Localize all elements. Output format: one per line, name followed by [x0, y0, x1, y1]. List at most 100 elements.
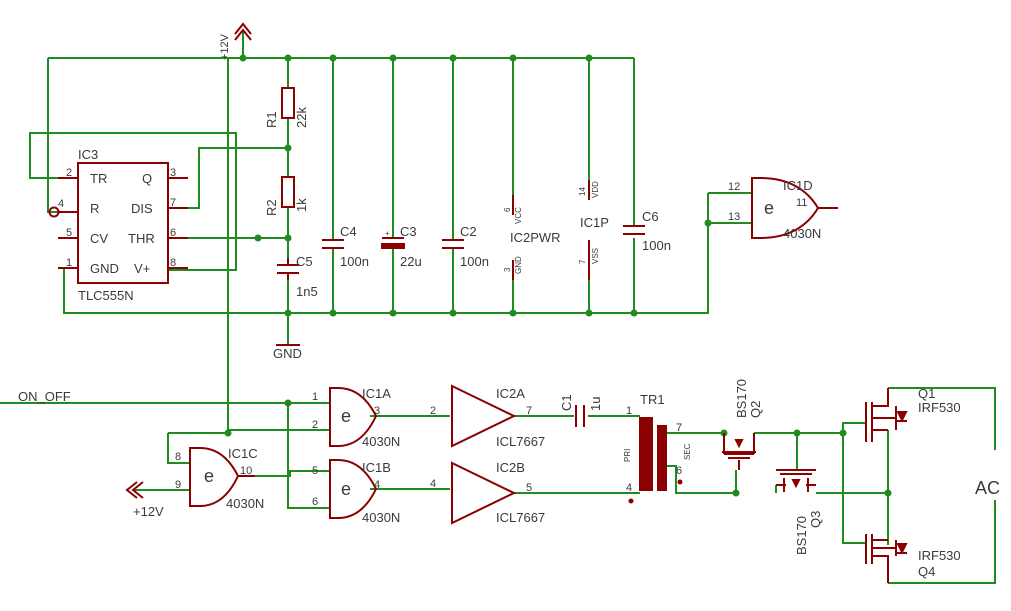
capacitor-c3: + C3 22u — [381, 224, 422, 269]
ic1d-type: 4030N — [783, 226, 821, 241]
ic1c-pin-out: 10 — [240, 465, 252, 477]
ic2pwr-p3: 3 — [503, 267, 512, 272]
tr1-pin7: 7 — [676, 422, 682, 434]
driver-ic2a: IC2A ICL7667 2 7 — [430, 384, 545, 449]
ic2a-type: ICL7667 — [496, 434, 545, 449]
ic3-thr: THR — [128, 231, 155, 246]
vcc-label-bottom: +12V — [133, 504, 164, 519]
ic1d-ref: IC1D — [783, 178, 813, 193]
ic1c-type: 4030N — [226, 496, 264, 511]
ic2b-ref: IC2B — [496, 460, 525, 475]
vcc-label-top: +12V — [219, 33, 231, 60]
capacitor-c1: C1 1u — [559, 394, 603, 427]
ic1b-pin-b: 6 — [312, 496, 318, 508]
c3-value: 22u — [400, 254, 422, 269]
ic3-cv: CV — [90, 231, 108, 246]
ic1b-ref: IC1B — [362, 460, 391, 475]
tr1-pin4: 4 — [626, 482, 632, 494]
driver-ic2b: IC2B ICL7667 4 5 — [430, 460, 545, 525]
ic1c-ref: IC1C — [228, 446, 258, 461]
ic3-type: TLC555N — [78, 288, 134, 303]
r1-value: 22k — [294, 107, 309, 128]
q4-type: IRF530 — [918, 548, 961, 563]
ic1b-symbol: e — [341, 479, 351, 499]
q2-ref: Q2 — [748, 401, 763, 418]
capacitor-c4: C4 100n — [322, 224, 369, 269]
tr1-pri: PRI — [623, 449, 632, 462]
ic3-vp: V+ — [134, 261, 150, 276]
ic3-pin7: 7 — [170, 197, 176, 209]
net-on-off: ON_OFF — [18, 389, 71, 404]
ic1p-p14: 14 — [578, 187, 587, 196]
ic2pwr-vcc: VCC — [514, 207, 523, 224]
ic1d-pin-out: 11 — [796, 197, 807, 209]
ic1p-ref: IC1P — [580, 215, 609, 230]
capacitor-c6: C6 100n — [623, 209, 671, 253]
tr1-pin1: 1 — [626, 405, 632, 417]
ic2b-pin-in: 4 — [430, 478, 436, 490]
ic1b-type: 4030N — [362, 510, 400, 525]
ic3-q: Q — [142, 171, 152, 186]
c2-value: 100n — [460, 254, 489, 269]
ic1d-pin-a: 12 — [728, 181, 740, 193]
ic3-pin1: 1 — [66, 257, 72, 269]
c2-ref: C2 — [460, 224, 477, 239]
resistor-r2: R2 1k — [264, 176, 309, 216]
c4-value: 100n — [340, 254, 369, 269]
resistor-r1: R1 22k — [264, 87, 309, 128]
c6-ref: C6 — [642, 209, 659, 224]
junctions — [224, 54, 892, 497]
q2-type: BS170 — [734, 379, 749, 418]
q4-ref: Q4 — [918, 564, 935, 579]
ic1p-vdd: VDD — [591, 181, 600, 198]
ic1a-pin-b: 2 — [312, 419, 318, 431]
ic1b-pin-out: 4 — [374, 479, 380, 491]
ic2a-ref: IC2A — [496, 386, 525, 401]
tr1-pin6: 6 — [676, 465, 682, 477]
r1-ref: R1 — [264, 111, 279, 128]
ic2a-pin-out: 7 — [526, 405, 532, 417]
q3-type: BS170 — [794, 516, 809, 555]
ic2pwr-ref: IC2PWR — [510, 230, 561, 245]
ic1c-pin-a: 8 — [175, 451, 181, 463]
ic1c-pin-b: 9 — [175, 479, 181, 491]
c1-value: 1u — [588, 397, 603, 411]
c6-value: 100n — [642, 238, 671, 253]
mosfet-q3: BS170 Q3 — [776, 469, 823, 555]
ac-label: AC — [975, 478, 1000, 498]
ic3-ref: IC3 — [78, 147, 98, 162]
c4-ref: C4 — [340, 224, 357, 239]
c5-value: 1n5 — [296, 284, 318, 299]
gate-ic1c: e IC1C 4030N 8 9 10 — [175, 446, 264, 511]
r2-ref: R2 — [264, 199, 279, 216]
svg-text:+: + — [385, 229, 390, 238]
q3-ref: Q3 — [808, 511, 823, 528]
gate-ic1b: e IC1B 4030N 5 6 4 — [312, 459, 400, 525]
tr1-sec: SEC — [683, 443, 692, 460]
ic1c-symbol: e — [204, 466, 214, 486]
vcc-symbol-top: +12V — [219, 22, 252, 60]
ic1a-symbol: e — [341, 406, 351, 426]
ic1a-pin-out: 3 — [374, 405, 380, 417]
ic3-pin6: 6 — [170, 227, 176, 239]
ic2pwr-p6: 6 — [503, 207, 512, 212]
ic3-pin5: 5 — [66, 227, 72, 239]
ic3-dis: DIS — [131, 201, 153, 216]
ic1-power: 14 VDD IC1P 7 VSS — [578, 180, 609, 280]
ic1p-p7: 7 — [578, 259, 587, 264]
ic1d-symbol: e — [764, 198, 774, 218]
q1-ref: Q1 — [918, 386, 935, 401]
tr1-ref: TR1 — [640, 392, 665, 407]
ic3-r: R — [90, 201, 99, 216]
gnd-symbol: GND — [273, 344, 302, 361]
gate-ic1a: e IC1A 4030N 1 2 3 — [312, 386, 400, 449]
ic1a-ref: IC1A — [362, 386, 391, 401]
ic3-pin3: 3 — [170, 167, 176, 179]
ic1p-vss: VSS — [591, 248, 600, 264]
transformer-tr1: TR1 PRI SEC 1 4 7 6 — [623, 392, 692, 504]
ic3-pin8: 8 — [170, 257, 176, 269]
ic3-pin2: 2 — [66, 167, 72, 179]
ic3-gnd: GND — [90, 261, 119, 276]
capacitor-c2: C2 100n — [442, 224, 489, 269]
ic2b-pin-out: 5 — [526, 482, 532, 494]
